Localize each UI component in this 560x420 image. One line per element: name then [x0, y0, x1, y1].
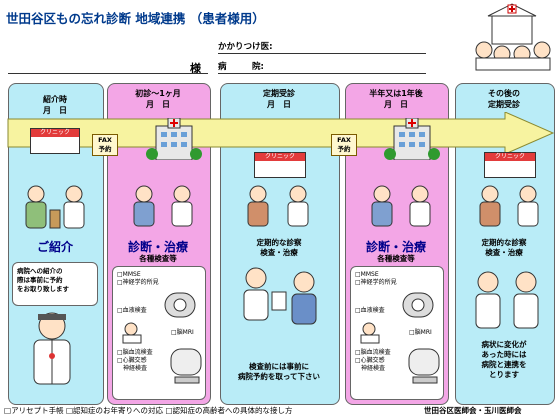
after-main-line2: 検査・治療	[485, 248, 523, 257]
check-cardiac-2: 神経検査	[355, 365, 386, 372]
hospital-building-icon	[146, 118, 202, 160]
regular-date: 月 日	[267, 100, 291, 109]
scanner-icon	[170, 348, 202, 384]
appointment-illustration	[243, 267, 317, 325]
check-mri: □脳MRI	[409, 329, 432, 336]
hospital-building-icon	[384, 118, 440, 160]
patient-name-line	[8, 73, 208, 74]
half-date: 月 日	[384, 100, 408, 109]
check-blood: □血液検査	[355, 307, 385, 314]
intro-note-box: 病院への紹介の 際は事前に予約 をお取り致します	[12, 262, 98, 306]
timeline-arrow	[7, 112, 555, 154]
doctor-line	[218, 53, 426, 54]
clinic-icon: クリニック	[30, 128, 80, 154]
check-mmse: □MMSE	[355, 271, 379, 278]
intro-note-line: 際は事前に予約	[17, 276, 63, 284]
fax-box-2: FAX 予約	[331, 134, 357, 156]
regular-header: 定期受診	[263, 89, 295, 98]
after-note-line: とります	[489, 370, 519, 379]
first-checklist-box: □MMSE □神経学的所見 □血液検査 □脳MRI □脳血流検査 □心臓交感 神…	[112, 266, 206, 400]
regular-note-line: 検査前には事前に	[249, 362, 309, 371]
after-note-line: あった時には	[481, 350, 527, 359]
page-title: 世田谷区もの忘れ診断 地域連携 （患者様用）	[6, 11, 265, 26]
intro-date: 月 日	[43, 106, 67, 115]
blood-test-icon	[122, 322, 142, 344]
intro-main-label: ご紹介	[36, 240, 73, 254]
check-bloodflow: □脳血流検査	[117, 349, 153, 356]
hospital-label: 病 院:	[218, 62, 264, 72]
hospital-mascot-illustration	[475, 3, 551, 71]
fax-reservation-label: 予約	[337, 145, 351, 153]
fax-reservation-label: 予約	[98, 145, 112, 153]
after-subheader: 定期受診	[488, 100, 520, 109]
after-note-line: 病院と連携を	[481, 360, 527, 369]
consultation-illustration	[479, 185, 539, 227]
fax-box-1: FAX 予約	[92, 134, 118, 156]
patient-honorific: 様	[190, 62, 201, 75]
check-mmse: □MMSE	[117, 271, 141, 278]
half-main-label: 診断・治療	[365, 240, 426, 254]
check-cardiac: □心臓交感	[117, 357, 147, 364]
check-bloodflow: □脳血流検査	[355, 349, 391, 356]
footer-items: □アリセプト手帳 □認知症のお年寄りへの対応 □認知症の高齢者への具体的な接し方	[4, 406, 293, 415]
first-date: 月 日	[146, 100, 170, 109]
regular-note-line: 病院予約を取って下さい	[237, 372, 321, 381]
check-neuro: □神経学的所見	[117, 279, 159, 286]
check-cardiac: □心臓交感	[355, 357, 385, 364]
intro-header: 紹介時	[43, 95, 67, 104]
first-main-label: 診断・治療	[127, 240, 188, 254]
after-header: その後の	[488, 89, 520, 98]
check-neuro: □神経学的所見	[355, 279, 397, 286]
half-checklist-box: □MMSE □神経学的所見 □血液検査 □脳MRI □脳血流検査 □心臓交感 神…	[350, 266, 444, 400]
clinic-icon: クリニック	[254, 152, 306, 178]
clinic-sign: クリニック	[255, 153, 305, 161]
intro-note-line: をお取り致します	[17, 285, 69, 293]
consultation-illustration	[25, 185, 85, 229]
mri-scanner-icon	[164, 292, 196, 318]
hospital-line	[218, 73, 426, 74]
consultation-illustration	[247, 185, 309, 227]
check-blood: □血液検査	[117, 307, 147, 314]
half-sub-label: 各種検査等	[377, 254, 415, 263]
regular-main-line2: 検査・治療	[260, 248, 298, 257]
fax-label: FAX	[337, 136, 351, 144]
regular-main-line1: 定期的な診察	[256, 238, 302, 247]
consultation-illustration	[133, 185, 193, 227]
clinic-sign: クリニック	[485, 153, 535, 161]
first-sub-label: 各種検査等	[139, 254, 177, 263]
check-mri: □脳MRI	[171, 329, 194, 336]
clinic-sign: クリニック	[31, 129, 79, 137]
after-main-line1: 定期的な診察	[481, 238, 527, 247]
first-header: 初診～1ヶ月	[135, 89, 181, 98]
blood-test-icon	[360, 322, 380, 344]
half-header: 半年又は1年後	[369, 89, 423, 98]
doctor-illustration	[33, 312, 71, 385]
after-note-line: 病状に変化が	[481, 340, 527, 349]
check-cardiac-2: 神経検査	[117, 365, 148, 372]
doctors-illustration	[475, 271, 539, 329]
doctor-label: かかりつけ医:	[218, 42, 273, 52]
footer-association: 世田谷区医師会・玉川医師会	[424, 406, 522, 415]
fax-label: FAX	[98, 136, 112, 144]
scanner-icon	[408, 348, 440, 384]
clinic-icon: クリニック	[484, 152, 536, 178]
mri-scanner-icon	[402, 292, 434, 318]
intro-note-line: 病院への紹介の	[17, 267, 63, 275]
consultation-illustration	[371, 185, 431, 227]
